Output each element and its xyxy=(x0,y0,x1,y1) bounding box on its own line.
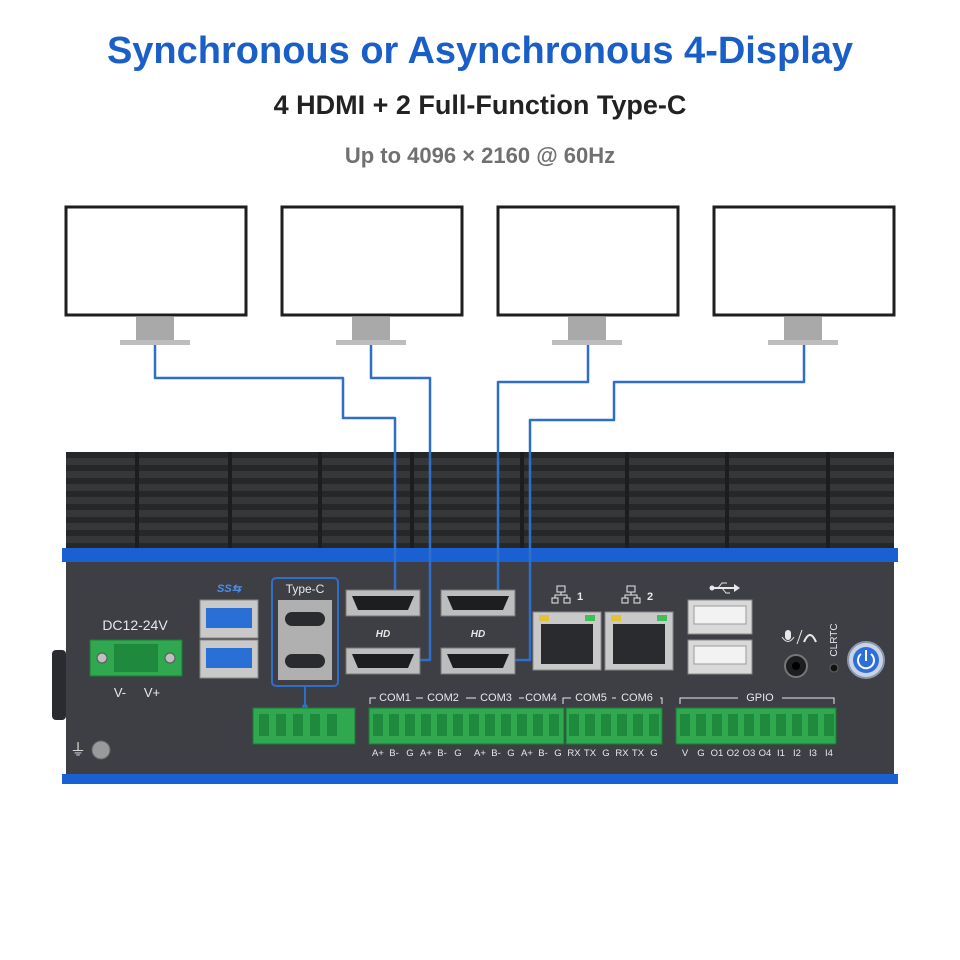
com-pin-label: B- xyxy=(538,748,548,759)
display-cables xyxy=(153,345,806,662)
cable-2 xyxy=(369,345,432,662)
lan-label-1: 1 xyxy=(577,591,583,603)
hdmi-port-1[interactable] xyxy=(345,589,421,617)
com-pin-label: A+ xyxy=(420,748,432,759)
gpio-pin-label: O4 xyxy=(759,748,772,759)
com6-label: COM6 xyxy=(621,692,653,704)
com-pin-label: G xyxy=(650,748,657,759)
com3-label: COM3 xyxy=(480,692,512,704)
com-pin-label: B- xyxy=(437,748,447,759)
com4-label: COM4 xyxy=(525,692,557,704)
gpio-pin-label: I3 xyxy=(809,748,817,759)
com-pin-label: G xyxy=(507,748,514,759)
resolution-spec: Up to 4096 × 2160 @ 60Hz xyxy=(344,143,616,168)
power-icon xyxy=(857,650,875,670)
typec-port-1[interactable] xyxy=(285,612,325,626)
hdmi-logo-1: HD xyxy=(376,629,390,640)
clrtc-button[interactable] xyxy=(829,663,839,673)
blue-trim-bottom xyxy=(62,774,898,784)
com-pin-label: RX xyxy=(615,748,629,759)
ground-icon: ⏚ xyxy=(70,741,86,759)
gpio-pin-label: I1 xyxy=(777,748,785,759)
power-pin-vminus: V- xyxy=(114,685,126,700)
gpio-pin-label: I2 xyxy=(793,748,801,759)
ground-screw xyxy=(91,740,111,760)
gpio-terminal-block[interactable] xyxy=(675,707,837,745)
usb-icon xyxy=(709,582,740,594)
typec-label: Type-C xyxy=(286,582,325,596)
com2-label: COM2 xyxy=(427,692,459,704)
cable-1 xyxy=(153,345,397,600)
hdmi-logo-2: HD xyxy=(471,629,485,640)
com-pin-label: G xyxy=(406,748,413,759)
typec-terminal-block[interactable] xyxy=(252,707,356,745)
gpio-pin-label: G xyxy=(697,748,704,759)
monitor-4 xyxy=(712,205,896,345)
hdmi-port-3[interactable] xyxy=(440,589,516,617)
blue-trim-top xyxy=(62,548,898,562)
usb3-port-2[interactable] xyxy=(199,639,259,679)
heatsink xyxy=(66,452,894,548)
gpio-pin-label: O1 xyxy=(711,748,724,759)
mic-headphone-icon xyxy=(781,629,817,645)
lan-icon-1 xyxy=(551,585,571,604)
com-pin-label: G xyxy=(454,748,461,759)
hdmi-port-2[interactable] xyxy=(345,647,421,675)
gpio-bracket xyxy=(679,697,835,704)
cable-4 xyxy=(508,345,806,662)
power-connector[interactable] xyxy=(89,639,183,677)
gpio-pin-label: O2 xyxy=(727,748,740,759)
lan-port-1[interactable] xyxy=(532,611,602,671)
gpio-pin-label: I4 xyxy=(825,748,833,759)
com-pin-label: TX xyxy=(632,748,645,759)
com-pin-label: B- xyxy=(389,748,399,759)
lan-label-2: 2 xyxy=(647,591,653,603)
usb2-port-2[interactable] xyxy=(687,639,753,675)
com-pin-label: B- xyxy=(491,748,501,759)
usb2-port-1[interactable] xyxy=(687,599,753,635)
gpio-pin-label: V xyxy=(682,748,689,759)
audio-jack-hole xyxy=(792,662,800,670)
power-pin-vplus: V+ xyxy=(144,685,160,700)
com5-label: COM5 xyxy=(575,692,607,704)
clrtc-label: CLRTC xyxy=(829,623,840,656)
com-pin-label: RX xyxy=(567,748,581,759)
power-label: DC12-24V xyxy=(102,617,168,633)
monitor-2 xyxy=(280,205,464,345)
monitor-1 xyxy=(64,205,248,345)
typec-port-2[interactable] xyxy=(285,654,325,668)
mounting-bracket xyxy=(52,650,66,720)
hdmi-port-4[interactable] xyxy=(440,647,516,675)
com-pin-label: G xyxy=(602,748,609,759)
com-pin-label: G xyxy=(554,748,561,759)
usb3-port-1[interactable] xyxy=(199,599,259,639)
com-pin-label: A+ xyxy=(474,748,486,759)
page-subtitle: 4 HDMI + 2 Full-Function Type-C xyxy=(273,90,687,120)
com1-label: COM1 xyxy=(379,692,411,704)
com-pin-label: A+ xyxy=(521,748,533,759)
monitor-3 xyxy=(496,205,680,345)
com-pin-label: A+ xyxy=(372,748,384,759)
lan-port-2[interactable] xyxy=(604,611,674,671)
cable-3 xyxy=(496,345,590,600)
com-pin-label: TX xyxy=(584,748,597,759)
com-terminal-block[interactable] xyxy=(368,707,663,745)
gpio-pin-label: O3 xyxy=(743,748,756,759)
lan-icon-2 xyxy=(621,585,641,604)
gpio-label: GPIO xyxy=(746,692,774,704)
page-title: Synchronous or Asynchronous 4-Display xyxy=(106,30,854,72)
usb3-icon: SS⇆ xyxy=(217,583,243,595)
com-bracket-lines xyxy=(369,697,663,704)
